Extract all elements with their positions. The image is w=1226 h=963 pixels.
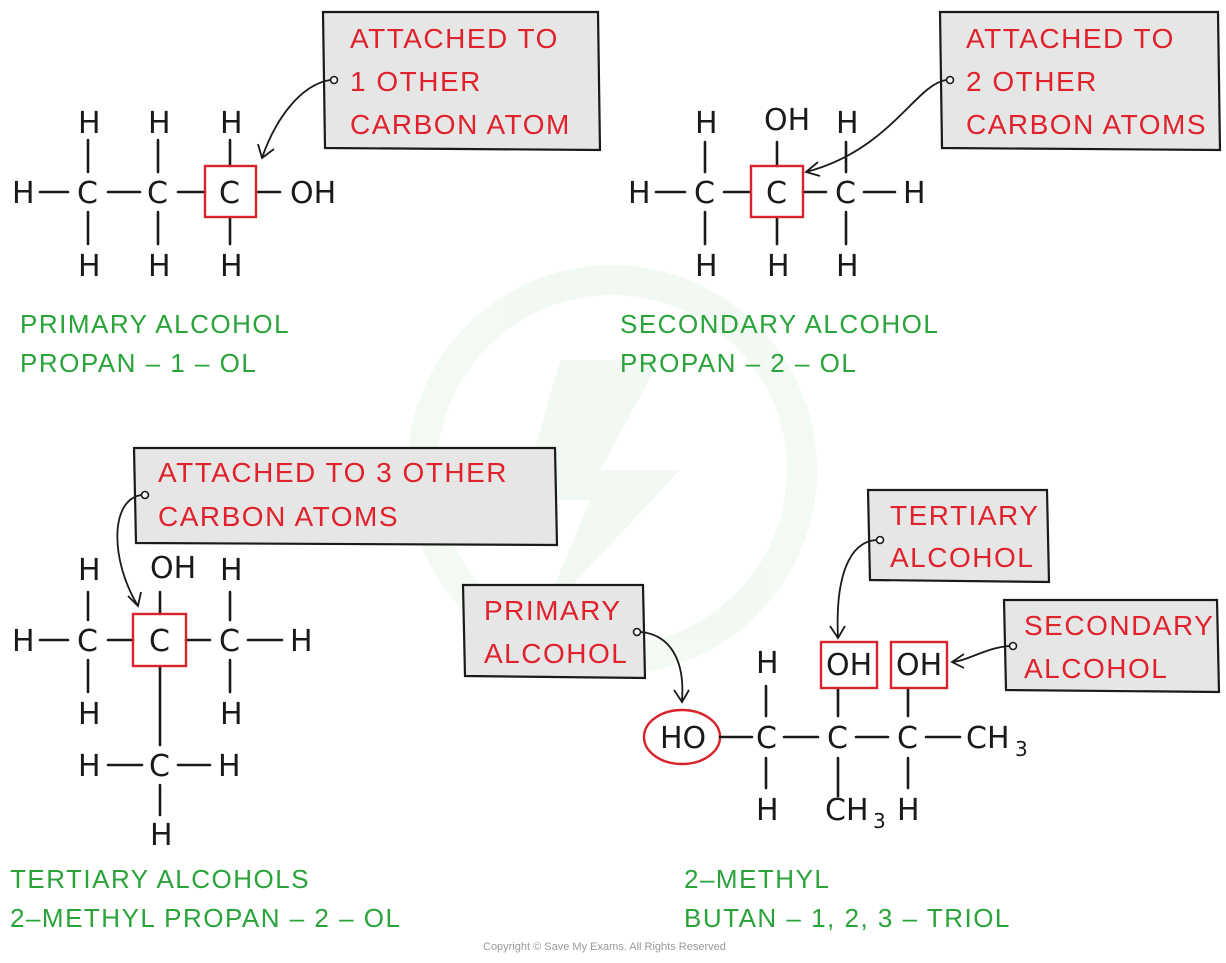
atom-label: C [149,749,170,784]
highlight-box [203,164,258,219]
caption-propan-2-ol: SECONDARY ALCOHOL PROPAN – 2 – OL [620,309,939,378]
caption-text: SECONDARY ALCOHOL [620,309,939,339]
atom-label: H [220,249,243,284]
callout-text: ALCOHOL [1024,653,1168,684]
atom-label: C [756,721,777,756]
callout-text: CARBON ATOMS [158,501,399,532]
atom-label: H [897,793,920,828]
atom-label: H [756,646,779,681]
callout-text: ATTACHED TO [350,23,559,54]
atom-label: H [220,697,243,732]
callout-tertiary-alcohol: TERTIARY ALCOHOL [829,488,1051,640]
atom-label: H [148,106,171,141]
atom-label: H [903,176,926,211]
callout-text: CARBON ATOMS [966,109,1207,140]
atom-label: H [12,176,35,211]
caption-text: BUTAN – 1, 2, 3 – TRIOL [684,903,1011,933]
atom-label: OH [150,551,196,586]
atom-label: H [78,697,101,732]
atom-label: H [78,249,101,284]
atom-label: H [12,624,35,659]
atom-label: OH [826,648,872,683]
caption-2-methylpropan-2-ol: TERTIARY ALCOHOLS 2–METHYL PROPAN – 2 – … [10,864,401,933]
molecule-propan-2-ol: H C C C H H OH H H H H [628,103,926,284]
callout-text: 2 OTHER [966,66,1098,97]
molecule-2-methylpropan-2-ol: H C C C H H OH H H H H C H H [12,551,313,853]
atom-label: H [220,106,243,141]
atom-label: C [766,176,787,211]
atom-label: C [835,176,856,211]
atom-subscript: 3 [873,809,886,833]
molecule-propan-1-ol: H C C C OH H H H H H H [12,106,336,284]
callout-attached-to-1: ATTACHED TO 1 OTHER CARBON ATOM [257,10,602,160]
atom-label: C [219,176,240,211]
atom-label: H [150,818,173,853]
callout-attached-to-3: ATTACHED TO 3 OTHER CARBON ATOMS [116,446,559,608]
atom-label: H [220,553,243,588]
atom-label: C [694,176,715,211]
atom-label: OH [290,176,336,211]
atom-label: C [149,624,170,659]
atom-label: C [827,721,848,756]
copyright-notice: Copyright © Save My Exams. All Rights Re… [483,941,726,953]
atom-label: H [836,106,859,141]
callout-attached-to-2: ATTACHED TO 2 OTHER CARBON ATOMS [804,10,1222,177]
caption-text: PROPAN – 2 – OL [620,348,857,378]
atom-label: C [897,721,918,756]
callout-text: 1 OTHER [350,66,482,97]
callout-text: ATTACHED TO [966,23,1175,54]
atom-label: H [218,749,241,784]
molecule-2-methylbutan-1-2-3-triol: HO C C C CH 3 H OH OH H CH 3 H [642,640,1028,833]
atom-label: H [695,249,718,284]
atom-label: H [756,793,779,828]
atom-label: H [695,106,718,141]
callout-secondary-alcohol: SECONDARY ALCOHOL [950,598,1221,694]
caption-text: 2–METHYL PROPAN – 2 – OL [10,903,401,933]
caption-text: TERTIARY ALCOHOLS [10,864,310,894]
highlight-box [131,612,188,668]
caption-text: 2–METHYL [684,864,830,894]
atom-subscript: 3 [1015,737,1028,761]
atom-label: OH [764,103,810,138]
atom-label: CH [825,793,869,828]
highlight-box [749,164,805,219]
caption-propan-1-ol: PRIMARY ALCOHOL PROPAN – 1 – OL [20,309,290,378]
highlight-box [819,640,879,690]
atom-label: OH [896,648,942,683]
atom-label: C [77,624,98,659]
atom-label: HO [660,721,706,756]
atom-label: H [78,106,101,141]
callout-text: ATTACHED TO 3 OTHER [158,457,508,488]
atom-label: H [290,624,313,659]
callout-text: SECONDARY [1024,610,1214,641]
atom-label: H [767,249,790,284]
callout-text: TERTIARY [890,500,1039,531]
atom-label: H [148,249,171,284]
callout-text: ALCOHOL [890,542,1034,573]
caption-text: PRIMARY ALCOHOL [20,309,290,339]
atom-label: C [147,176,168,211]
callout-text: ALCOHOL [484,638,628,669]
atom-label: H [628,176,651,211]
atom-label: H [78,749,101,784]
atom-label: C [219,624,240,659]
callout-text: CARBON ATOM [350,109,571,140]
callout-text: PRIMARY [484,595,622,626]
caption-text: PROPAN – 1 – OL [20,348,257,378]
atom-label: H [78,553,101,588]
callout-primary-alcohol: PRIMARY ALCOHOL [461,583,690,704]
atom-label: H [836,249,859,284]
atom-label: CH [966,721,1010,756]
caption-triol: 2–METHYL BUTAN – 1, 2, 3 – TRIOL [684,864,1011,933]
atom-label: C [77,176,98,211]
highlight-box [889,640,949,690]
